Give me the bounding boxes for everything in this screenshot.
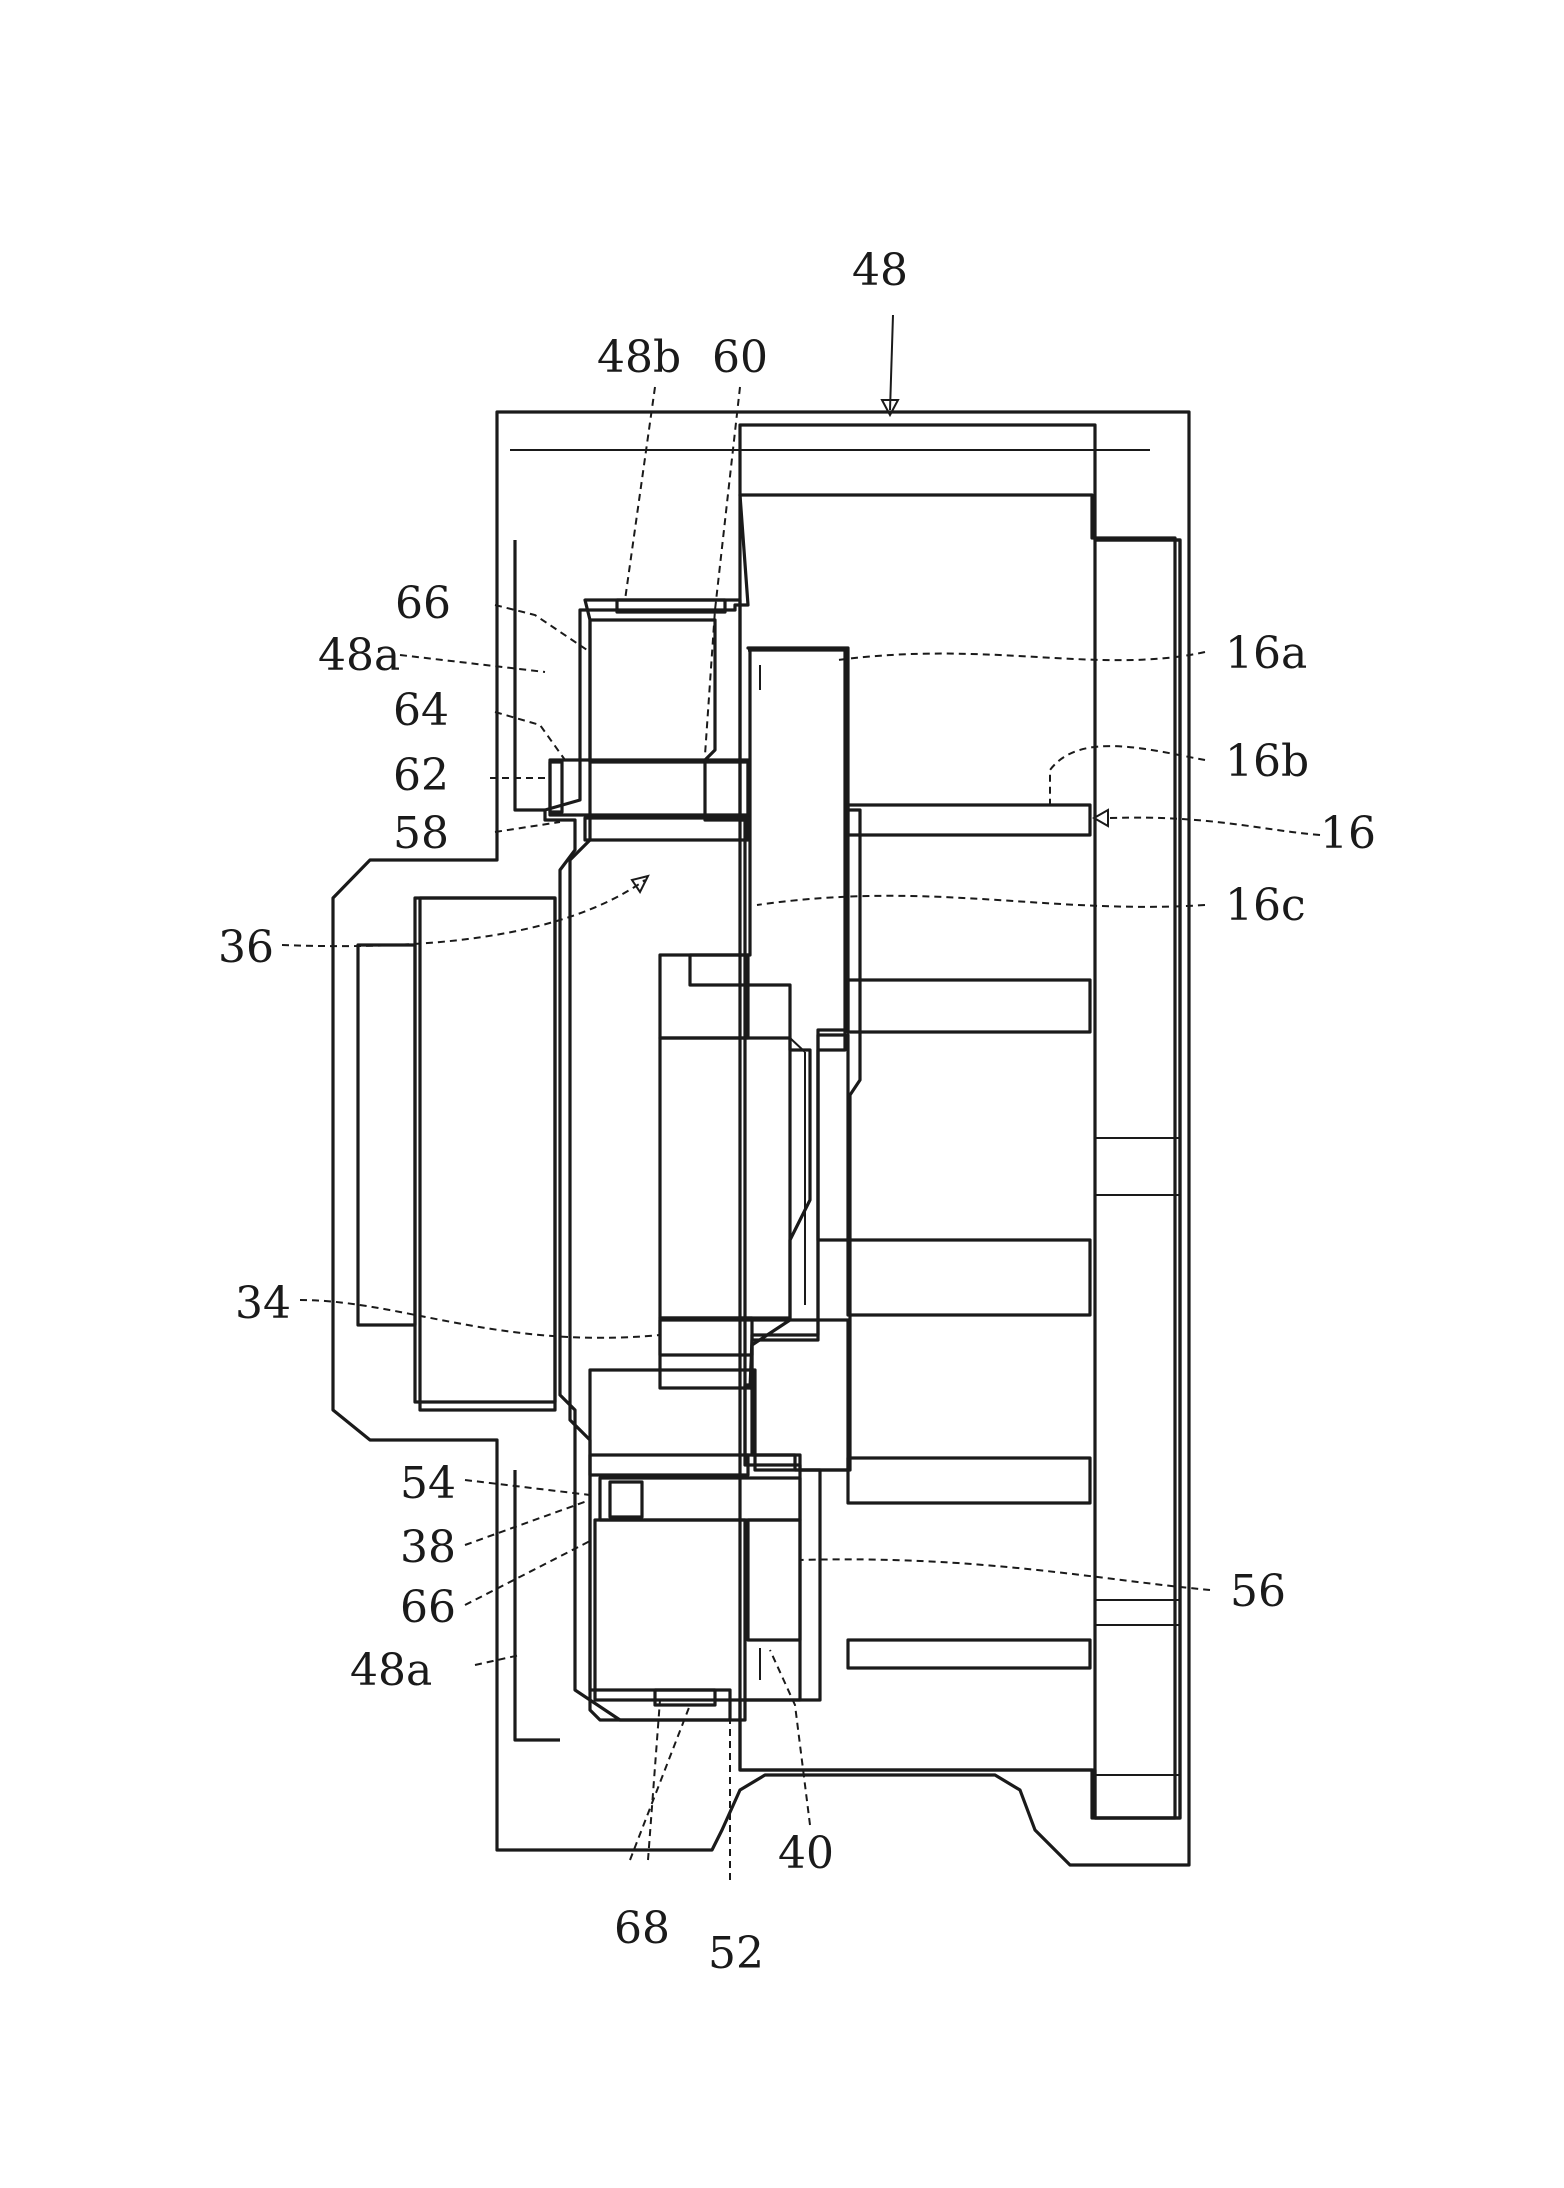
- label-58: 58: [393, 808, 449, 859]
- lower-seal-assembly: [590, 1455, 800, 1705]
- label-54: 54: [400, 1458, 456, 1509]
- label-16a: 16a: [1225, 628, 1307, 679]
- label-48a-bottom: 48a: [350, 1645, 432, 1696]
- label-68: 68: [614, 1903, 670, 1954]
- label-56: 56: [1230, 1566, 1286, 1617]
- label-60: 60: [712, 332, 768, 383]
- label-16: 16: [1320, 808, 1376, 859]
- rotor-16: [660, 648, 1090, 1668]
- label-48a-top: 48a: [318, 630, 400, 681]
- bore-36: [570, 600, 800, 1720]
- label-16b: 16b: [1225, 736, 1309, 787]
- reference-labels: 48 48b 60 66 48a 64 62 58 36 16a 16b 16 …: [218, 245, 1376, 1979]
- label-64: 64: [393, 685, 449, 736]
- label-52: 52: [708, 1928, 764, 1979]
- label-48: 48: [852, 245, 908, 296]
- label-40: 40: [778, 1828, 834, 1879]
- housing-48: [333, 412, 1189, 1865]
- label-38: 38: [400, 1522, 456, 1573]
- label-16c: 16c: [1225, 880, 1306, 931]
- label-66-top: 66: [395, 578, 451, 629]
- label-62: 62: [393, 750, 449, 801]
- label-36: 36: [218, 922, 274, 973]
- label-48b: 48b: [597, 332, 681, 383]
- label-66-bottom: 66: [400, 1582, 456, 1633]
- label-34: 34: [235, 1278, 291, 1329]
